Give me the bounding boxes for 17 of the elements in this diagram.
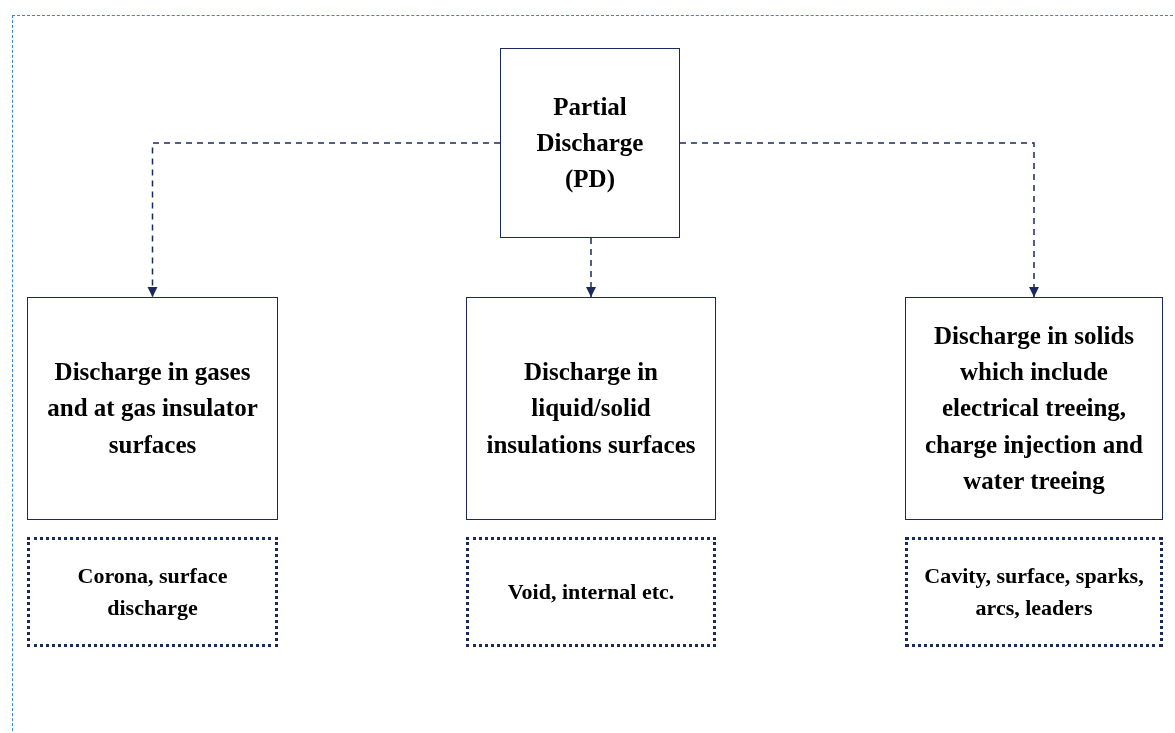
box-text: Void, internal etc. (507, 578, 675, 607)
process-box (905, 297, 1163, 520)
dashed-arrow (679, 142, 1039, 298)
process-box (27, 297, 278, 520)
box-text: Discharge in gases and at gas insulator surfaces (46, 357, 259, 460)
dotted-box (905, 537, 1163, 647)
box-text: Discharge in liquid/solid insulations surfaces (485, 357, 697, 460)
dashed-arrow (147, 142, 501, 298)
process-box (500, 48, 680, 238)
box-text: Discharge in solids which include electrical treeing, charge injection and water treeing (923, 320, 1144, 496)
dotted-box (27, 537, 278, 647)
box-text: Corona, surface discharge (76, 562, 229, 622)
process-box (466, 297, 716, 520)
box-text: Partial Discharge (PD) (535, 91, 645, 195)
dashed-arrow (586, 237, 596, 298)
dotted-box (466, 537, 716, 647)
box-text: Cavity, surface, sparks, arcs, leaders (923, 562, 1145, 622)
